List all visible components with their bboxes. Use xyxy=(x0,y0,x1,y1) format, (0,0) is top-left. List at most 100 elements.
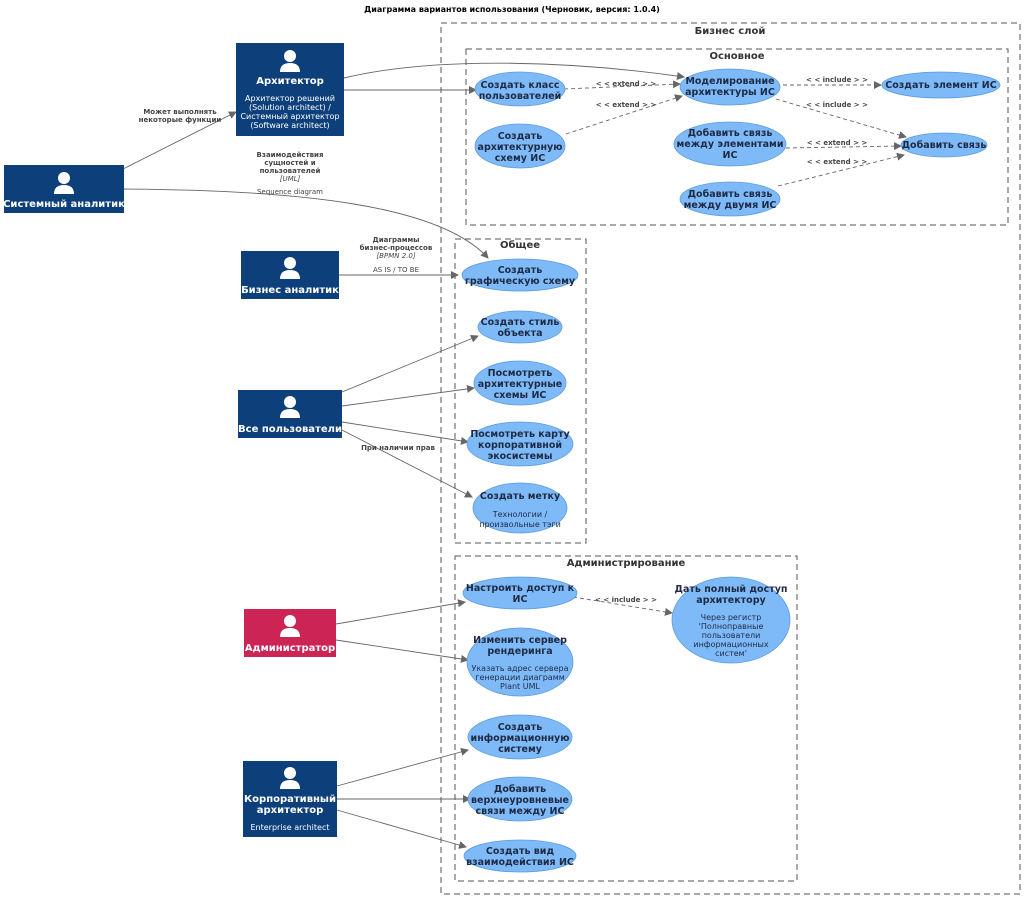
usecase-create-user-class[interactable]: Создать класс пользователей xyxy=(474,71,566,107)
actor-admin-name: Администратор xyxy=(245,643,335,654)
svg-text:архитектору: архитектору xyxy=(696,595,766,606)
label-interaction-2: сущностей и xyxy=(264,159,315,167)
svg-text:Создать вид: Создать вид xyxy=(486,846,555,857)
label-extend-1: < < extend > > xyxy=(596,80,657,88)
label-uml: [UML] xyxy=(280,175,301,183)
package-common: Общее xyxy=(454,238,587,544)
label-include-3: < < include > > xyxy=(595,596,657,604)
actor-busanalyst-name: Бизнес аналитик xyxy=(241,285,339,296)
link-allusers-tag xyxy=(341,429,473,498)
usecase-create-element[interactable]: Создать элемент ИС xyxy=(881,71,1001,99)
usecase-view-map[interactable]: Посмотреть карту корпоративной экосистем… xyxy=(466,421,574,467)
label-bpm-1: Диаграммы xyxy=(372,236,419,244)
associations xyxy=(120,62,685,849)
actor-architect-desc-1: Архитектор решений xyxy=(245,94,335,103)
svg-text:генерации диаграмм: генерации диаграмм xyxy=(475,673,565,682)
usecase-add-link-two[interactable]: Добавить связь между двумя ИС xyxy=(679,181,781,217)
user-icon xyxy=(280,396,300,418)
actor-busanalyst[interactable]: Бизнес аналитик xyxy=(241,251,339,299)
svg-text:Создать: Создать xyxy=(498,722,543,733)
svg-text:между элементами: между элементами xyxy=(677,139,784,150)
usecase-model-arch[interactable]: Моделирование архитектуры ИС xyxy=(679,68,781,106)
package-business-title: Бизнес слой xyxy=(695,26,766,37)
svg-text:Plant UML: Plant UML xyxy=(500,682,540,691)
actor-architect-desc-4: (Software architect) xyxy=(250,121,329,130)
user-icon xyxy=(54,172,74,194)
label-extend-4: < < extend > > xyxy=(807,158,868,166)
actor-sysanalyst[interactable]: Системный аналитик xyxy=(3,165,125,213)
usecase-create-is[interactable]: Создать информационную систему xyxy=(467,714,573,760)
actor-architect-name: Архитектор xyxy=(256,76,324,87)
link-sysanalyst-architect xyxy=(120,111,237,171)
svg-text:схемы ИС: схемы ИС xyxy=(494,390,547,401)
actor-architect-desc-2: (Solution architect) / xyxy=(249,103,331,112)
actor-architect[interactable]: Архитектор Архитектор решений (Solution … xyxy=(236,43,344,136)
actor-corparch-name-2: архитектор xyxy=(257,805,324,816)
dep-scheme-model xyxy=(565,94,683,135)
link-allusers-style xyxy=(341,334,479,393)
svg-text:архитектуры ИС: архитектуры ИС xyxy=(685,87,775,98)
link-admin-access xyxy=(335,599,466,625)
dep-two-link xyxy=(777,152,905,187)
usecase-change-server[interactable]: Изменить сервер рендеринга Указать адрес… xyxy=(466,627,574,697)
label-extend-3: < < extend > > xyxy=(807,139,868,147)
package-business: Бизнес слой xyxy=(440,22,1021,895)
relation-labels: Может выполнять некоторые функции Взаимо… xyxy=(139,76,868,604)
svg-text:экосистемы: экосистемы xyxy=(488,451,553,462)
svg-text:Дать полный доступ: Дать полный доступ xyxy=(675,584,788,595)
svg-text:Добавить: Добавить xyxy=(494,784,546,795)
svg-text:ИС: ИС xyxy=(513,594,528,605)
actor-admin[interactable]: Администратор xyxy=(244,609,336,657)
usecase-create-style[interactable]: Создать стиль объекта xyxy=(477,310,563,344)
usecase-create-tag[interactable]: Создать метку Технологии / произвольные … xyxy=(472,482,568,534)
svg-text:ИС: ИС xyxy=(723,150,738,161)
svg-text:систему: систему xyxy=(498,744,543,755)
label-include-1: < < include > > xyxy=(806,76,868,84)
label-bpmn: [BPMN 2.0] xyxy=(376,252,415,260)
link-allusers-view-arch xyxy=(341,384,475,407)
label-rights: При наличии прав xyxy=(361,444,435,452)
link-allusers-view-map xyxy=(341,421,469,445)
usecase-setup-access[interactable]: Настроить доступ к ИС xyxy=(462,576,578,610)
label-include-2: < < include > > xyxy=(806,101,868,109)
svg-text:рендеринга: рендеринга xyxy=(487,646,552,657)
svg-text:Создать: Создать xyxy=(498,131,543,142)
usecase-create-graphic[interactable]: Создать графическую схему xyxy=(461,258,579,292)
package-admin-title: Администрирование xyxy=(567,558,686,569)
usecase-add-toplevel[interactable]: Добавить верхнеуровневые связи между ИС xyxy=(467,776,573,822)
link-sysanalyst-graphic xyxy=(123,188,489,259)
svg-text:архитектурную: архитектурную xyxy=(478,142,563,153)
svg-text:корпоративной: корпоративной xyxy=(478,440,562,451)
usecase-create-view[interactable]: Создать вид взаимодействия ИС xyxy=(463,839,577,873)
user-icon xyxy=(280,257,300,279)
usecase-add-link[interactable]: Добавить связь xyxy=(900,132,988,158)
usecase-add-link-elements[interactable]: Добавить связь между элементами ИС xyxy=(673,121,787,167)
svg-text:верхнеуровневые: верхнеуровневые xyxy=(471,795,569,806)
label-sequence: Sequence diagram xyxy=(257,188,323,196)
svg-text:Изменить сервер: Изменить сервер xyxy=(473,635,567,646)
link-architect-model xyxy=(343,62,685,80)
actor-corparch-desc: Enterprise architect xyxy=(251,823,330,832)
svg-text:схему ИС: схему ИС xyxy=(495,153,545,164)
label-asis: AS IS / TO BE xyxy=(373,266,419,274)
user-icon xyxy=(280,767,300,789)
svg-text:между двумя ИС: между двумя ИС xyxy=(684,200,777,211)
svg-text:пользователей: пользователей xyxy=(479,91,562,102)
actor-allusers-name: Все пользователи xyxy=(238,424,342,435)
actor-corparch[interactable]: Корпоративный архитектор Enterprise arch… xyxy=(243,761,337,837)
link-corp-create-is xyxy=(336,747,469,787)
usecase-create-arch-scheme[interactable]: Создать архитектурную схему ИС xyxy=(474,123,566,169)
user-icon xyxy=(280,50,300,72)
svg-text:Создать метку: Создать метку xyxy=(480,491,561,502)
actor-allusers[interactable]: Все пользователи xyxy=(238,390,342,438)
svg-text:Добавить связь: Добавить связь xyxy=(902,140,987,151)
actor-sysanalyst-name: Системный аналитик xyxy=(3,199,125,210)
svg-text:Создать: Создать xyxy=(498,265,543,276)
svg-text:Технологии /: Технологии / xyxy=(492,510,548,519)
svg-text:Посмотреть карту: Посмотреть карту xyxy=(470,429,570,440)
usecase-full-access[interactable]: Дать полный доступ архитектору Через рег… xyxy=(671,576,791,664)
usecase-view-arch[interactable]: Посмотреть архитектурные схемы ИС xyxy=(473,360,567,406)
svg-text:Создать стиль: Создать стиль xyxy=(481,317,560,328)
label-extend-2: < < extend > > xyxy=(596,101,657,109)
